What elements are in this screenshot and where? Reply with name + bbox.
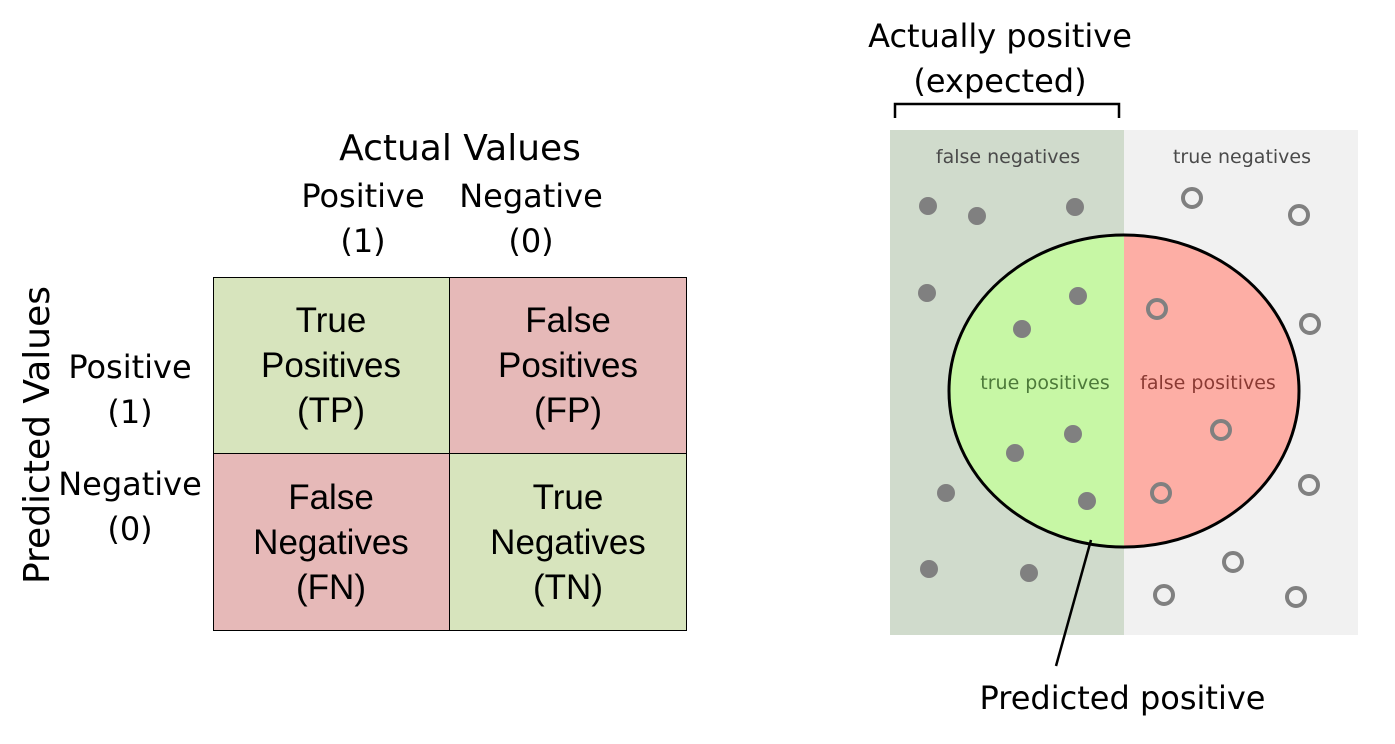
false-negative-dot xyxy=(920,560,938,578)
actual-values-title: Actual Values xyxy=(339,128,581,169)
false-negative-dot xyxy=(918,284,936,302)
expected-bracket xyxy=(893,102,1121,118)
true-positive-dot xyxy=(1069,287,1087,305)
false-positive-ring xyxy=(1146,298,1168,320)
cell-false-positives: False Positives (FP) xyxy=(450,277,686,453)
false-positives-label: false positives xyxy=(1140,372,1276,394)
false-negative-dots xyxy=(918,197,1084,582)
true-negative-rings xyxy=(1153,187,1321,608)
true-positive-dot xyxy=(1013,320,1031,338)
false-negative-dot xyxy=(919,197,937,215)
row-header-negative: Negative (0) xyxy=(58,465,202,548)
true-negative-ring xyxy=(1299,313,1321,335)
false-negative-dot xyxy=(968,207,986,225)
true-negative-ring xyxy=(1181,187,1203,209)
true-positive-dot xyxy=(1078,492,1096,510)
predicted-positive-label: Predicted positive xyxy=(979,679,1266,717)
matrix-divider-vertical xyxy=(449,277,450,631)
cell-true-negatives: True Negatives (TN) xyxy=(450,454,686,630)
false-negative-dot xyxy=(937,484,955,502)
cell-false-negatives: False Negatives (FN) xyxy=(213,454,449,630)
true-negative-ring xyxy=(1153,584,1175,606)
false-positive-rings xyxy=(1146,298,1232,504)
column-header-positive: Positive (1) xyxy=(301,177,425,260)
predicted-positive-circle xyxy=(947,233,1301,549)
true-negative-ring xyxy=(1288,204,1310,226)
row-header-positive: Positive (1) xyxy=(68,348,192,431)
column-header-negative: Negative (0) xyxy=(459,177,603,260)
matrix-divider-horizontal xyxy=(213,453,687,454)
true-negative-ring xyxy=(1298,474,1320,496)
false-negatives-label: false negatives xyxy=(936,146,1080,168)
true-positive-dot xyxy=(1064,425,1082,443)
matrix-border xyxy=(213,277,687,631)
true-negative-ring xyxy=(1285,586,1307,608)
true-positives-label: true positives xyxy=(980,372,1109,394)
false-positive-ring xyxy=(1210,419,1232,441)
predicted-positive-pointer xyxy=(1054,539,1093,667)
true-positive-dots xyxy=(1006,287,1096,510)
false-negative-dot xyxy=(1066,198,1084,216)
true-negative-ring xyxy=(1222,551,1244,573)
false-negative-dot xyxy=(1020,564,1038,582)
true-positive-dot xyxy=(1006,444,1024,462)
cell-true-positives: True Positives (TP) xyxy=(213,277,449,453)
false-positive-ring xyxy=(1150,482,1172,504)
true-negatives-label: true negatives xyxy=(1173,146,1311,168)
actually-positive-label: Actually positive (expected) xyxy=(868,17,1132,100)
